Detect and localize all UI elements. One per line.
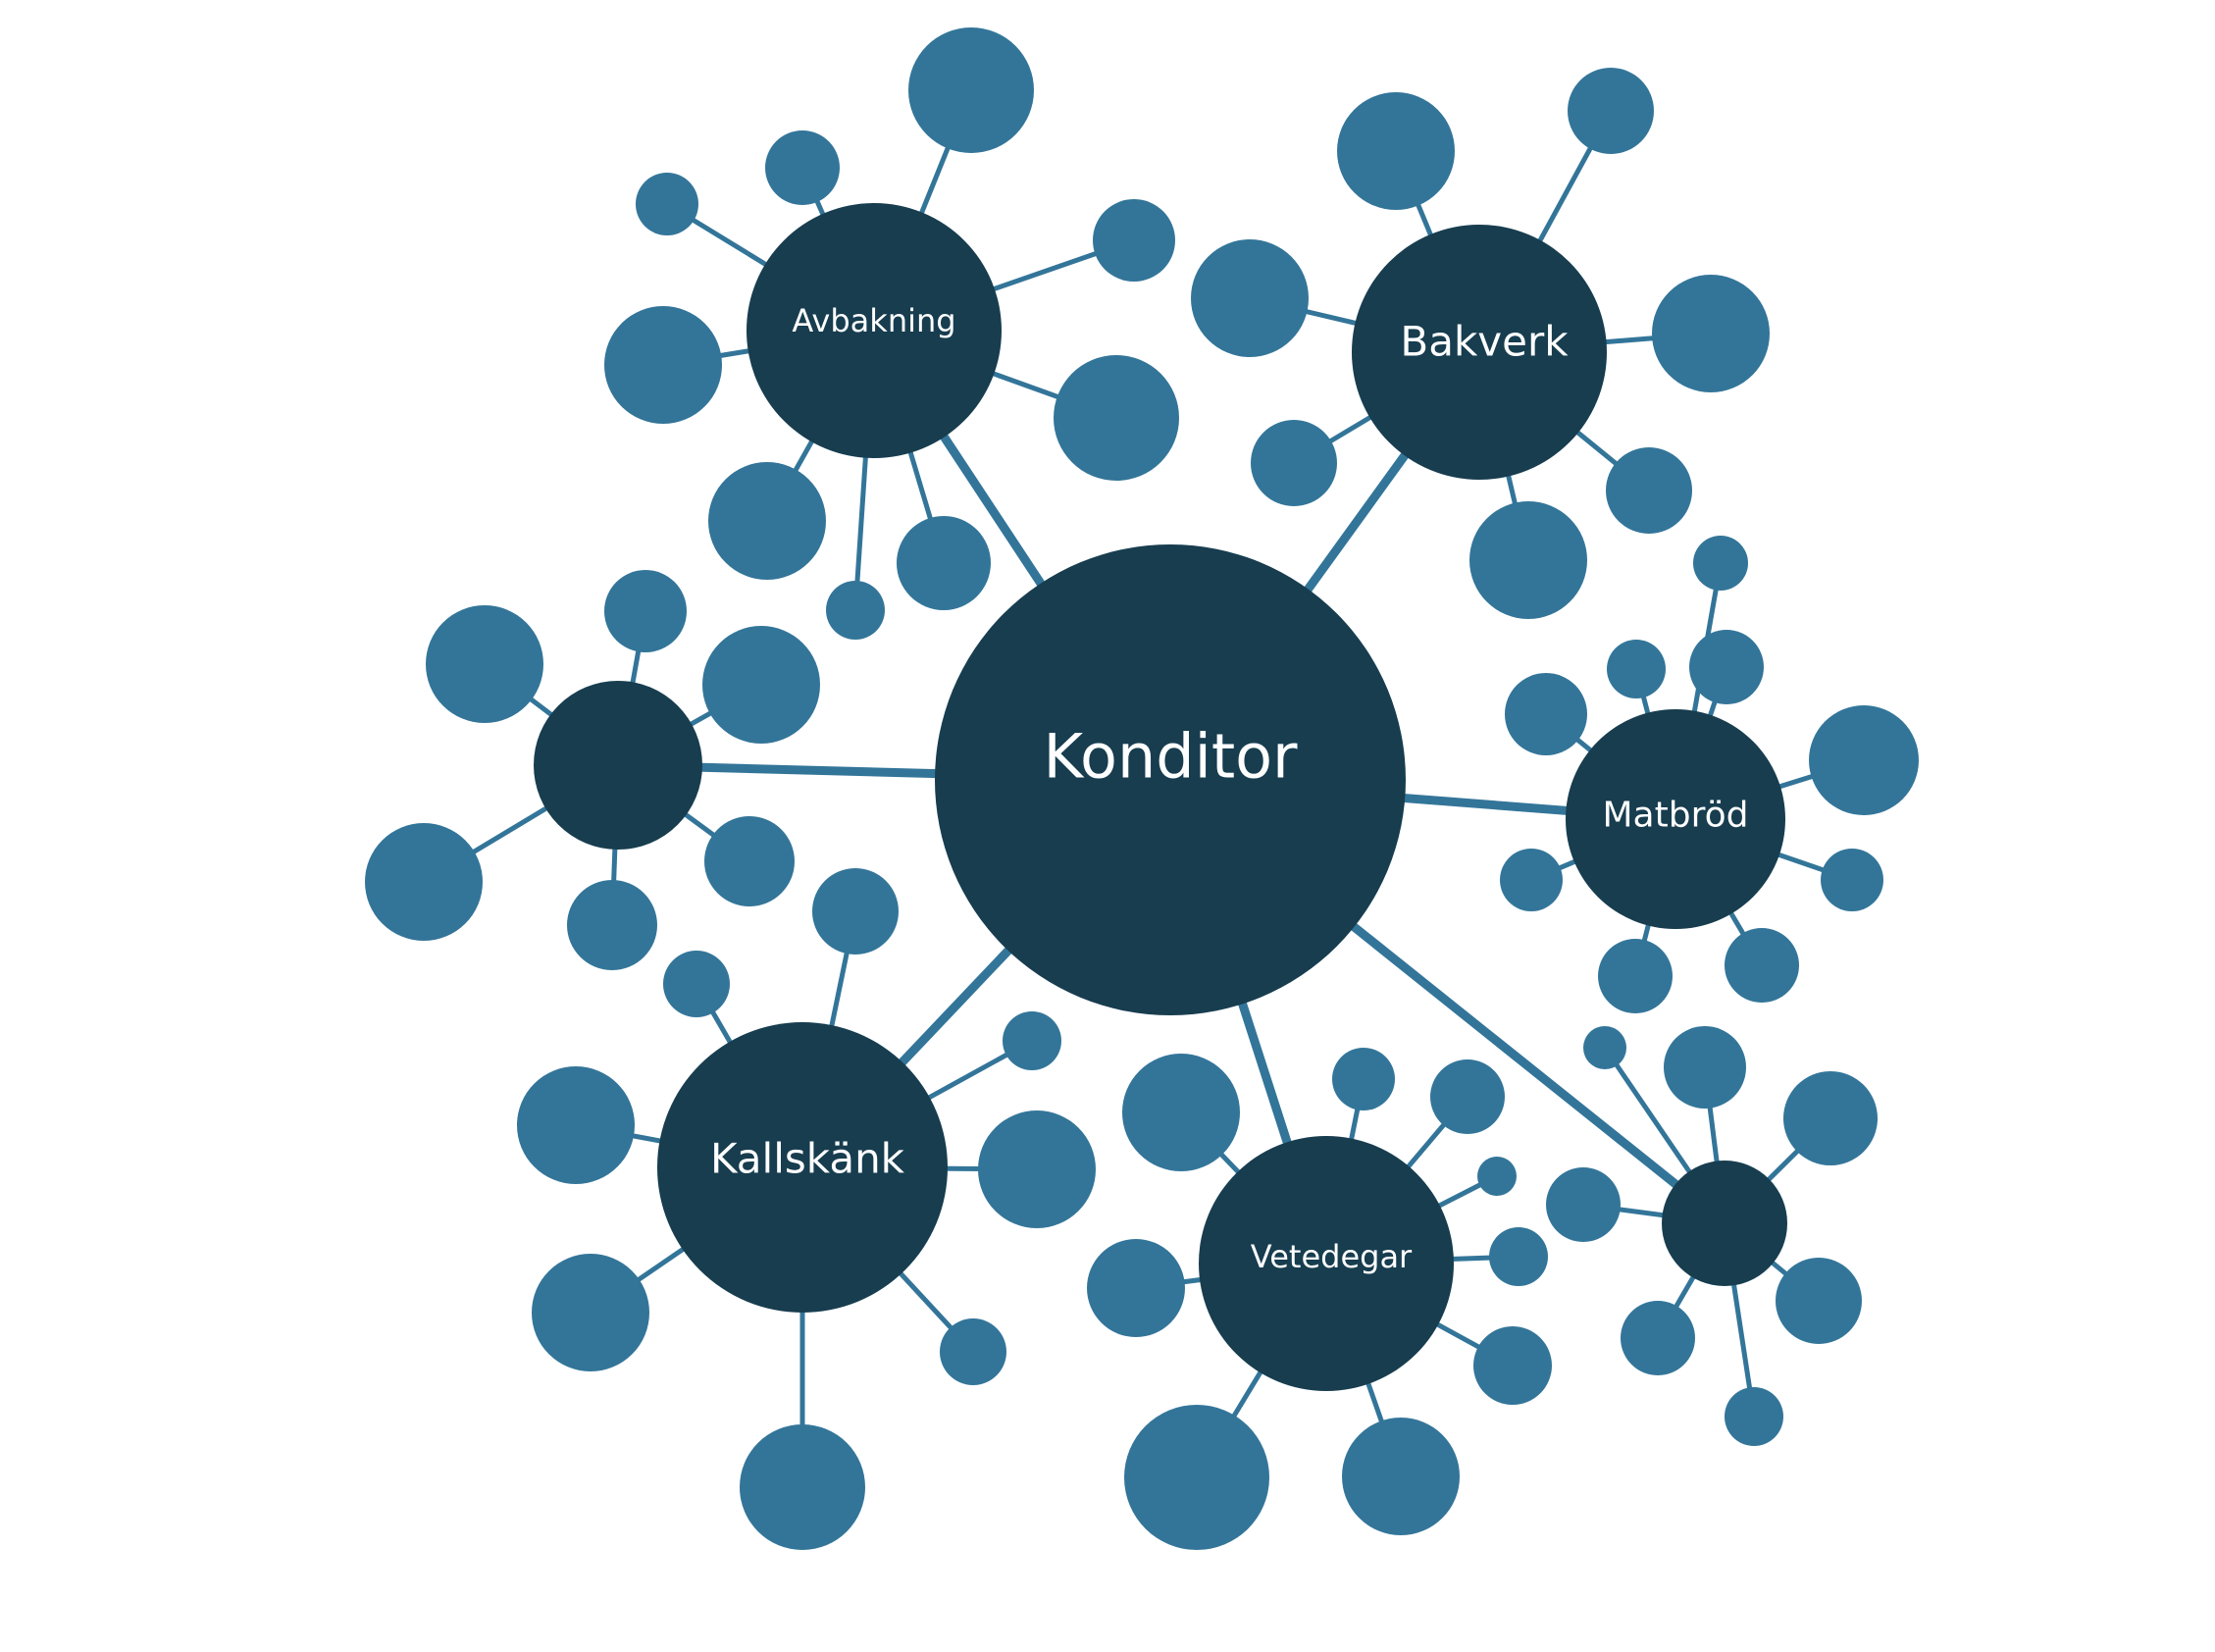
leaf-node-bakverk-6	[1251, 420, 1337, 506]
hub-label-matbrod: Matbröd	[1603, 796, 1749, 836]
leaf-node-matbrod-9	[1500, 849, 1563, 911]
leaf-node-unlabeled-right-3	[1783, 1071, 1878, 1165]
leaf-node-vetedegar-3	[1430, 1059, 1505, 1134]
leaf-node-avbakning-3	[908, 27, 1034, 153]
leaf-node-bakverk-7	[1191, 239, 1309, 357]
leaf-node-unlabeled-left-5	[567, 880, 657, 970]
leaf-node-kallskank-3	[1003, 1011, 1061, 1070]
leaf-node-unlabeled-right-6	[1621, 1301, 1695, 1375]
leaf-node-avbakning-1	[636, 173, 698, 235]
leaf-node-kallskank-6	[740, 1424, 865, 1550]
leaf-node-avbakning-2	[765, 130, 840, 205]
leaf-node-matbrod-3	[1693, 536, 1748, 591]
hub-node-kallskank	[657, 1022, 948, 1313]
leaf-node-unlabeled-right-4	[1776, 1258, 1862, 1344]
leaf-node-vetedegar-7	[1342, 1418, 1460, 1535]
leaf-node-avbakning-8	[708, 462, 826, 580]
center-label-konditor: Konditor	[1043, 721, 1298, 793]
hub-label-kallskank: Kallskänk	[710, 1135, 905, 1183]
hub-label-avbakning: Avbakning	[792, 302, 955, 339]
hub-node-avbakning	[747, 203, 1002, 458]
leaf-node-matbrod-5	[1809, 705, 1919, 815]
leaf-node-unlabeled-right-2	[1664, 1026, 1746, 1109]
leaf-node-avbakning-6	[897, 516, 991, 610]
leaf-node-unlabeled-left-4	[704, 816, 795, 906]
leaf-node-avbakning-5	[1054, 355, 1179, 481]
hub-node-unlabeled-left	[534, 681, 702, 850]
leaf-node-kallskank-8	[517, 1066, 635, 1184]
leaf-node-unlabeled-left-1	[426, 605, 543, 723]
leaf-node-matbrod-1	[1505, 673, 1587, 755]
leaf-node-matbrod-7	[1725, 928, 1799, 1003]
leaf-node-bakverk-3	[1652, 275, 1770, 392]
node-labels: Konditor Avbakning Bakverk Matbröd Veted…	[710, 302, 1749, 1275]
leaf-node-vetedegar-2	[1332, 1048, 1395, 1110]
leaf-node-bakverk-1	[1337, 92, 1455, 210]
hub-label-vetedegar: Vetedegar	[1251, 1238, 1413, 1275]
leaf-node-unlabeled-right-7	[1546, 1167, 1621, 1242]
center-node-konditor	[935, 544, 1406, 1015]
leaf-node-matbrod-2	[1607, 640, 1666, 698]
leaf-node-avbakning-9	[604, 306, 722, 424]
leaf-node-unlabeled-right-5	[1725, 1387, 1783, 1446]
leaf-node-vetedegar-1	[1122, 1054, 1240, 1171]
leaf-node-matbrod-4	[1689, 630, 1764, 704]
hub-node-matbrod	[1566, 709, 1785, 929]
leaf-nodes	[365, 27, 1919, 1550]
hub-node-unlabeled-right	[1662, 1161, 1787, 1286]
leaf-node-avbakning-4	[1093, 199, 1175, 282]
leaf-node-kallskank-2	[812, 868, 899, 955]
leaf-node-kallskank-7	[532, 1254, 649, 1371]
leaf-node-bakverk-5	[1469, 501, 1587, 619]
leaf-node-vetedegar-6	[1473, 1326, 1552, 1405]
leaf-node-vetedegar-9	[1087, 1239, 1185, 1337]
leaf-node-kallskank-5	[940, 1318, 1006, 1385]
leaf-node-matbrod-6	[1821, 849, 1883, 911]
leaf-node-vetedegar-4	[1477, 1157, 1517, 1196]
hub-node-vetedegar	[1199, 1136, 1454, 1391]
leaf-node-matbrod-8	[1598, 939, 1673, 1013]
leaf-node-avbakning-7	[826, 581, 885, 640]
leaf-node-kallskank-4	[978, 1110, 1096, 1228]
hub-label-bakverk: Bakverk	[1400, 318, 1569, 366]
leaf-node-kallskank-1	[663, 951, 730, 1017]
leaf-node-vetedegar-8	[1124, 1405, 1269, 1550]
leaf-node-bakverk-4	[1606, 447, 1692, 534]
leaf-node-vetedegar-5	[1489, 1227, 1548, 1286]
leaf-node-bakverk-2	[1568, 68, 1654, 154]
leaf-node-unlabeled-left-2	[604, 570, 687, 652]
hub-node-bakverk	[1352, 225, 1607, 480]
leaf-node-unlabeled-right-1	[1583, 1026, 1626, 1069]
leaf-node-unlabeled-left-6	[365, 823, 483, 941]
leaf-node-unlabeled-left-3	[702, 626, 820, 744]
hub-nodes	[534, 203, 1787, 1391]
